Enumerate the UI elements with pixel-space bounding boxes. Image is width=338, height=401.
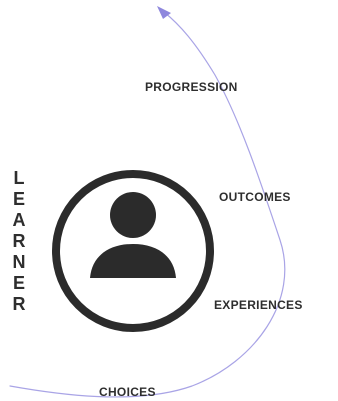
person-icon xyxy=(52,170,214,332)
learner-letter: E xyxy=(12,189,25,209)
learner-letter: L xyxy=(13,168,25,188)
learner-letter: E xyxy=(12,273,25,293)
stage-label-outcomes: OUTCOMES xyxy=(219,190,291,204)
arrow-head-icon xyxy=(157,6,171,19)
learner-letter: A xyxy=(12,210,26,230)
stage-label-experiences: EXPERIENCES xyxy=(214,298,303,312)
journey-path xyxy=(9,11,286,398)
learner-vertical-label: L E A R N E R xyxy=(8,168,30,315)
learner-letter: R xyxy=(12,294,26,314)
learner-letter: N xyxy=(12,252,26,272)
learner-letter: R xyxy=(12,231,26,251)
stage-label-choices: CHOICES xyxy=(99,385,156,399)
stage-label-progression: PROGRESSION xyxy=(145,80,238,94)
